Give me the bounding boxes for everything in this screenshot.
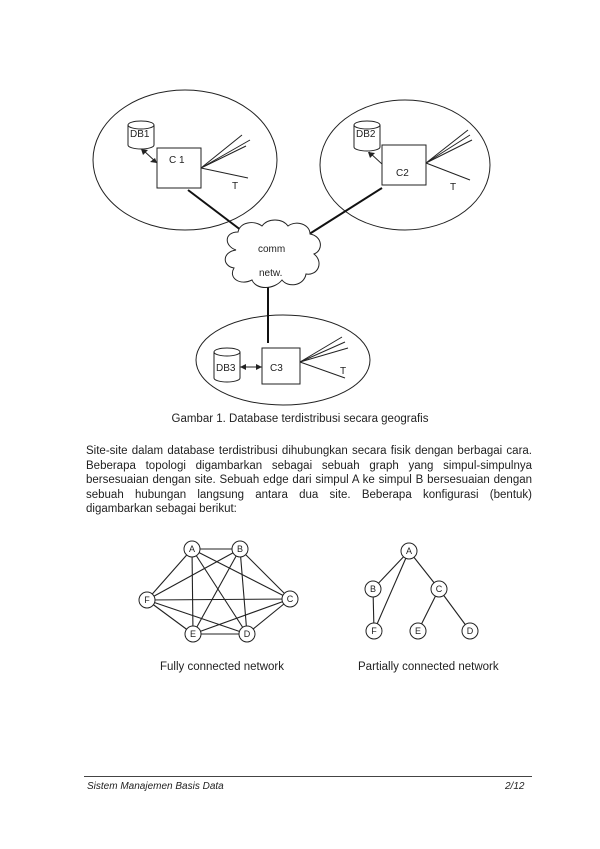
topology-graphs: A B C D E F A B C D E F (138, 540, 479, 643)
arrowhead (256, 364, 262, 370)
computer-c2-label: C2 (396, 168, 409, 179)
link-c2-network (302, 187, 383, 239)
db1-label: DB1 (130, 129, 150, 140)
footer-divider (84, 776, 532, 777)
fc-node-e-label: E (190, 629, 196, 639)
fc-node-b (231, 540, 249, 558)
pc-node-c-label: C (436, 584, 443, 594)
pc-node-e-label: E (415, 626, 421, 636)
arrowhead (141, 149, 148, 155)
page-number: 2/12 (505, 781, 525, 792)
figure-caption: Gambar 1. Database terdistribusi secara … (171, 413, 429, 425)
fc-node-c-label: C (287, 594, 294, 604)
terminal-t-label: T (232, 181, 238, 192)
arrowhead (368, 152, 375, 158)
site-2-ellipse (319, 99, 491, 231)
db3-cylinder (213, 347, 241, 383)
terminal-t-label: T (340, 366, 346, 377)
fc-node-f (138, 591, 156, 609)
pc-node-b-label: B (370, 584, 376, 594)
distributed-database-figure: DB1 C 1 T DB2 C2 T comm netw. DB3 C3 T (92, 89, 491, 406)
site-3-ellipse (195, 314, 371, 406)
fc-node-f-label: F (144, 595, 150, 605)
pc-node-d-label: D (467, 626, 474, 636)
pc-node-e (409, 622, 427, 640)
computer-c3-label: C3 (270, 363, 283, 374)
computer-c1-label: C 1 (169, 155, 185, 166)
body-paragraph: Site-site dalam database terdistribusi d… (86, 445, 532, 516)
arrowhead (150, 158, 157, 163)
terminal-t-label: T (450, 182, 456, 193)
site-1-ellipse (92, 89, 278, 231)
fc-node-e (184, 625, 202, 643)
db1-cylinder (127, 120, 155, 150)
fully-connected-label: Fully connected network (160, 661, 285, 673)
partially-connected-label: Partially connected network (358, 661, 499, 673)
fc-node-a-label: A (189, 544, 195, 554)
pc-node-d (461, 622, 479, 640)
pc-node-f-label: F (371, 626, 377, 636)
fc-node-d (238, 625, 256, 643)
fc-node-d-label: D (244, 629, 251, 639)
pc-node-b (364, 580, 382, 598)
fc-node-b-label: B (237, 544, 243, 554)
communication-network-cloud (224, 219, 321, 288)
pc-node-a-label: A (406, 546, 412, 556)
pc-node-f (365, 622, 383, 640)
network-label-line2: netw. (259, 268, 282, 279)
computer-c2 (381, 144, 427, 186)
fc-node-c (281, 590, 299, 608)
computer-c3 (261, 347, 301, 385)
db2-label: DB2 (356, 129, 376, 140)
pc-node-c (430, 580, 448, 598)
computer-c1 (156, 147, 202, 189)
arrowhead (240, 364, 246, 370)
network-label-line1: comm (258, 244, 285, 255)
fc-node-a (183, 540, 201, 558)
db3-label: DB3 (216, 363, 236, 374)
footer-title: Sistem Manajemen Basis Data (87, 781, 224, 792)
pc-node-a (400, 542, 418, 560)
db2-cylinder (353, 120, 381, 152)
